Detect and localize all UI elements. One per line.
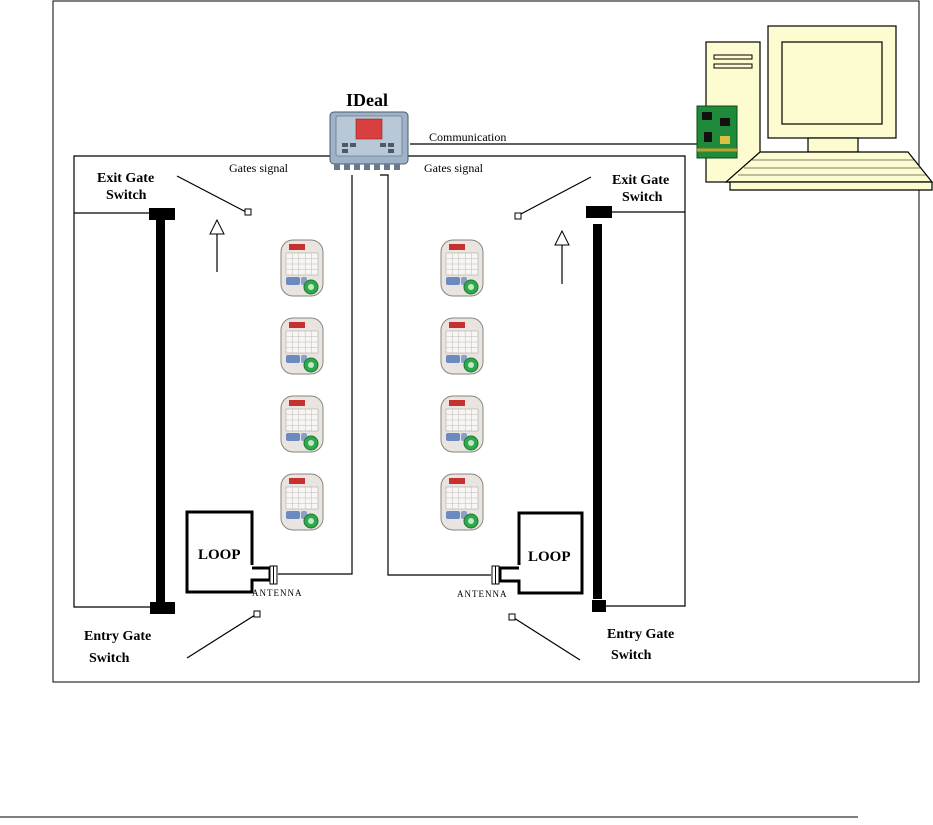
- device-title: IDeal: [346, 90, 388, 110]
- handheld-reader-icon: [281, 240, 323, 296]
- handheld-reader-icon: [441, 474, 483, 530]
- readers-right: [441, 240, 483, 530]
- right-exit-switch-label-line2: Switch: [622, 190, 663, 205]
- handheld-reader-icon: [441, 240, 483, 296]
- handheld-reader-icon: [441, 396, 483, 452]
- left-exit-switch-label-line1: Exit Gate: [97, 171, 154, 186]
- right-antenna-label: ANTENNA: [457, 589, 508, 599]
- exit-direction-arrow-left-icon: [210, 220, 224, 234]
- handheld-reader-icon: [281, 396, 323, 452]
- left-entry-switch-label-line1: Entry Gate: [84, 629, 151, 644]
- wiring: [74, 144, 700, 660]
- left-gate: [149, 208, 175, 614]
- desktop-computer-icon: [706, 26, 932, 190]
- readers-left: [281, 240, 323, 530]
- gates-signal-label-left: Gates signal: [229, 161, 289, 175]
- right-loop-label: LOOP: [528, 549, 571, 565]
- antenna-connector-left-icon: [270, 566, 277, 584]
- left-exit-switch-label-line2: Switch: [106, 188, 147, 203]
- network-card-icon: [697, 106, 737, 158]
- handheld-reader-icon: [441, 318, 483, 374]
- right-entry-switch-label-line2: Switch: [611, 648, 652, 663]
- left-entry-switch-label-line2: Switch: [89, 651, 130, 666]
- left-loop-label: LOOP: [198, 547, 241, 563]
- controller-unit-icon: [330, 112, 408, 170]
- handheld-reader-icon: [281, 474, 323, 530]
- exit-direction-arrow-right-icon: [555, 231, 569, 245]
- right-gate: [586, 206, 612, 612]
- right-exit-switch-label-line1: Exit Gate: [612, 173, 669, 188]
- right-entry-switch-label-line1: Entry Gate: [607, 627, 674, 642]
- antenna-connector-right-icon: [492, 566, 499, 584]
- gates-signal-label-right: Gates signal: [424, 161, 484, 175]
- handheld-reader-icon: [281, 318, 323, 374]
- left-antenna-label: ANTENNA: [252, 588, 303, 598]
- communication-label: Communication: [429, 130, 506, 144]
